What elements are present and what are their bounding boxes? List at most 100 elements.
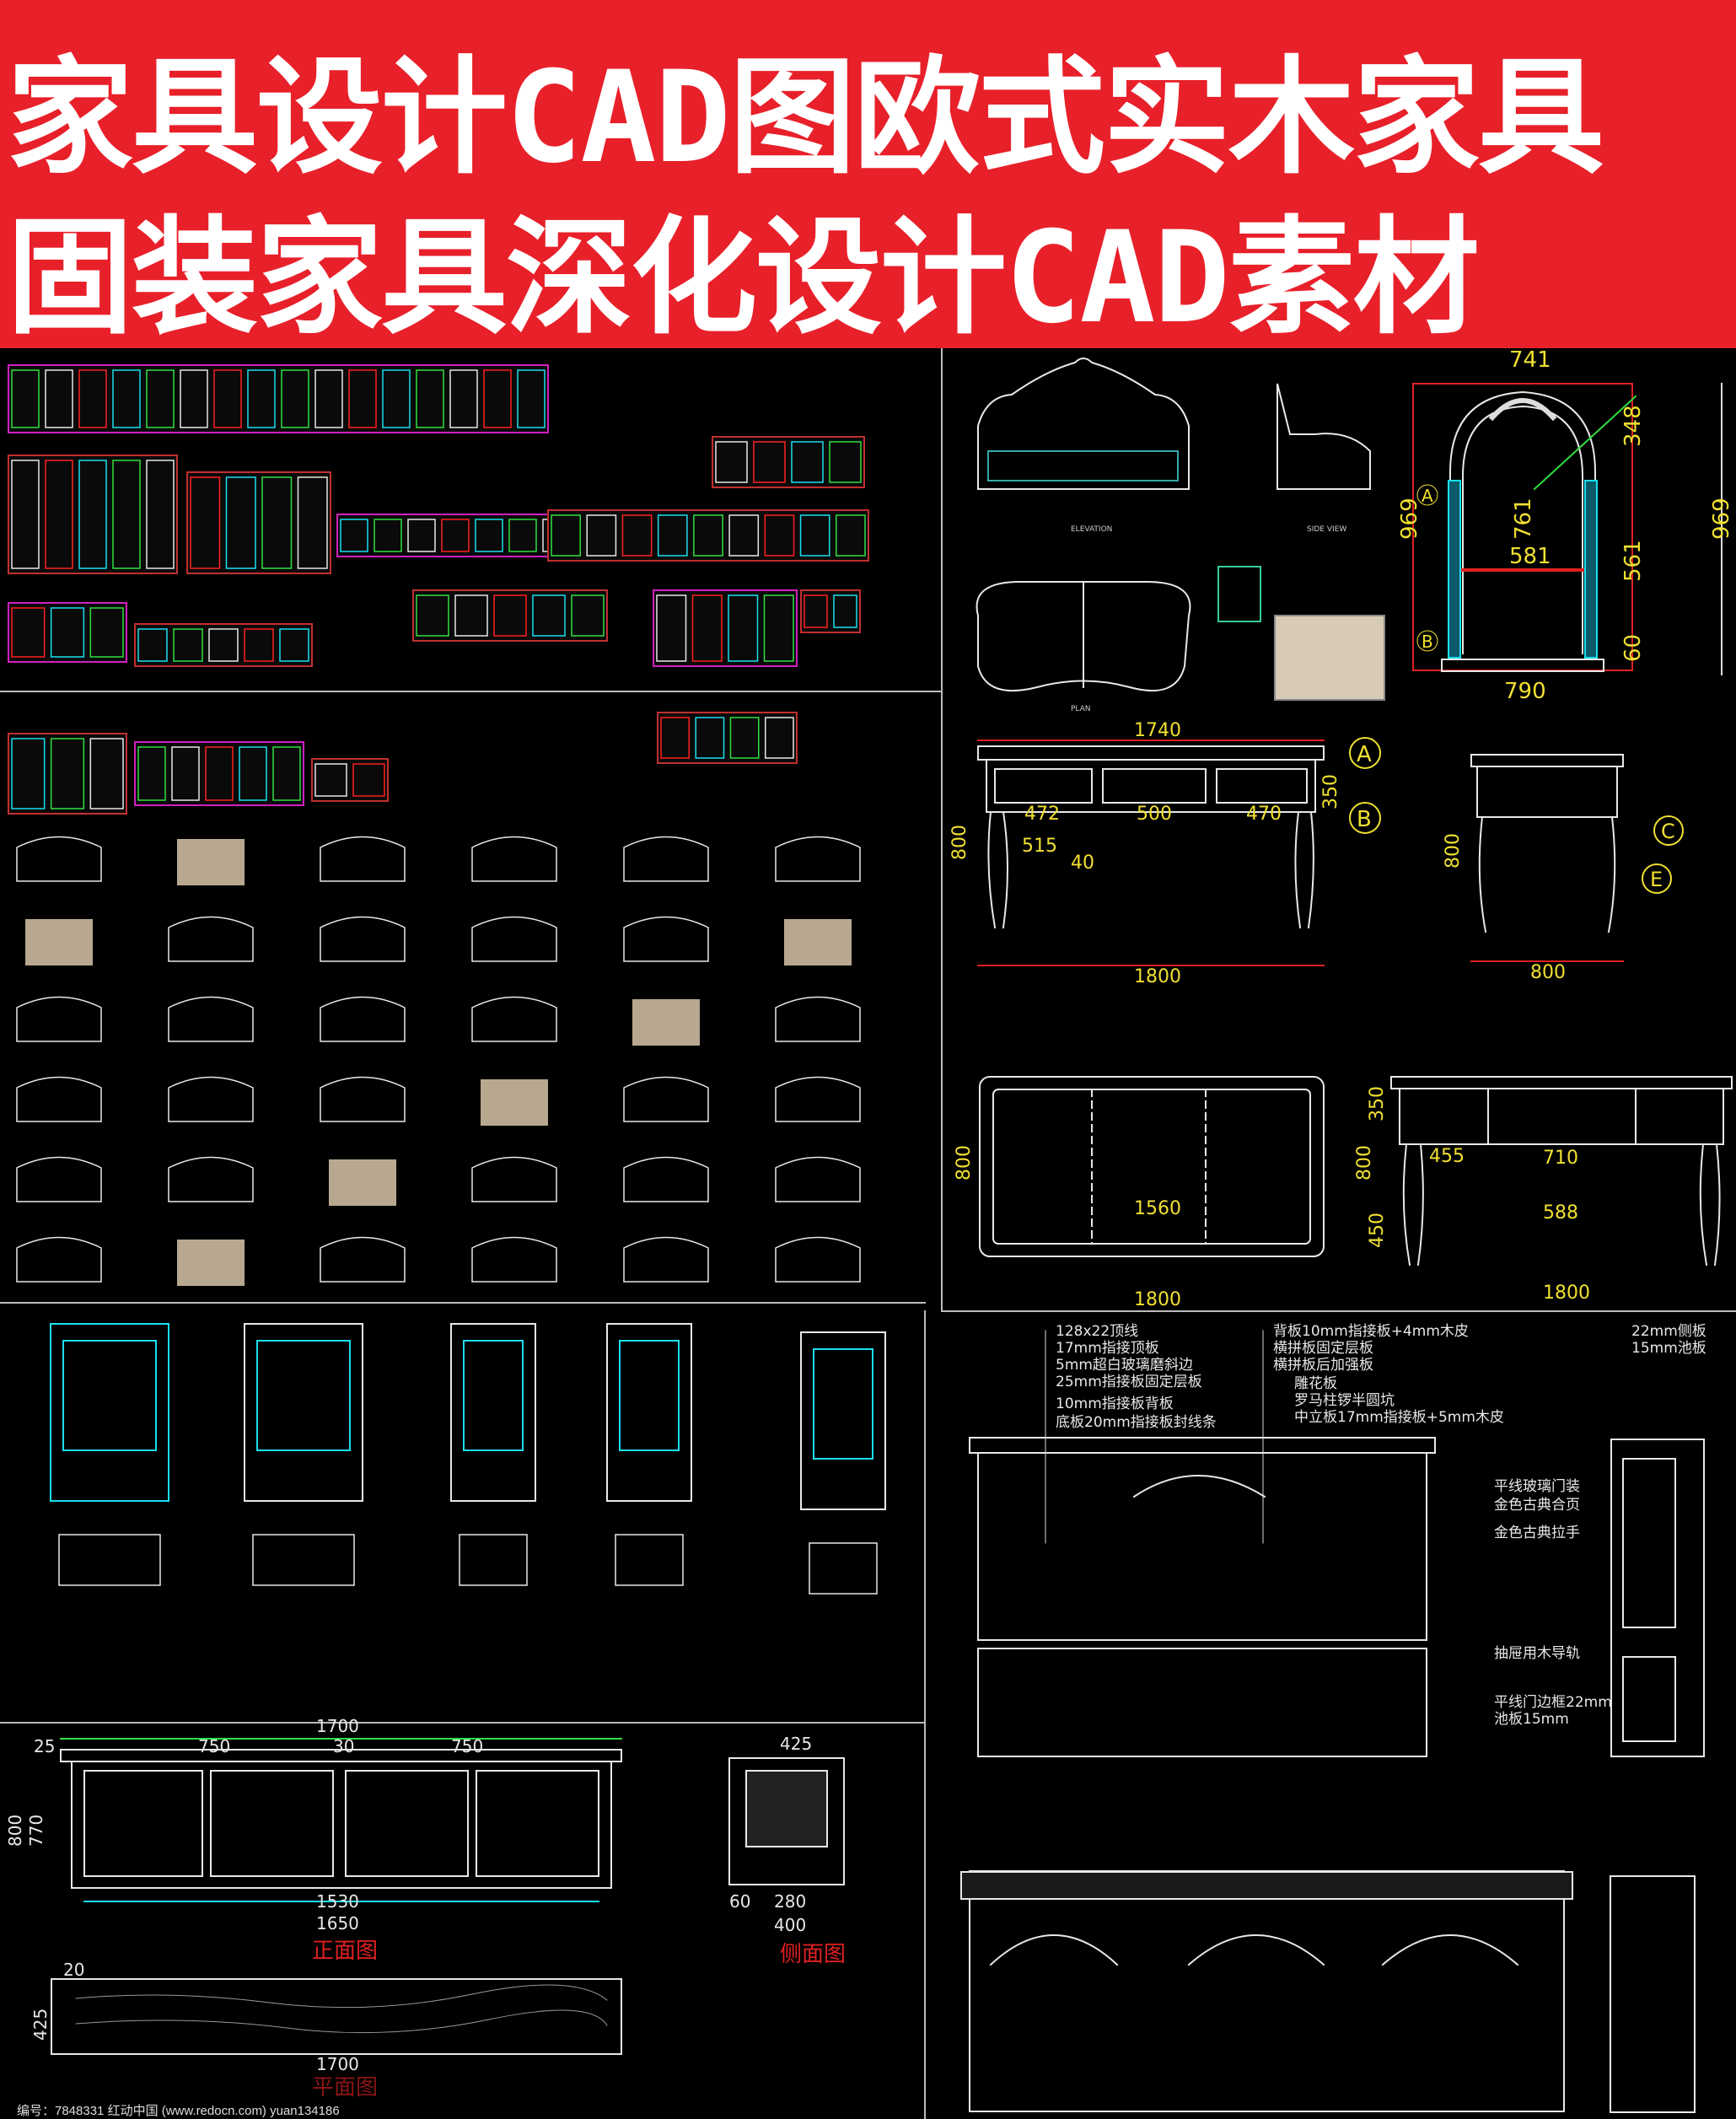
tv-side-view	[728, 1757, 845, 1885]
furniture-thumbnail	[481, 1079, 548, 1126]
table-apron	[986, 759, 1316, 813]
note-right-5: 中立板17mm指接板+5mm木皮	[1294, 1409, 1504, 1426]
thumbnail-cell	[804, 594, 828, 628]
thumbnail-sheet	[134, 741, 304, 806]
tv-door-2	[210, 1770, 334, 1877]
thumbnail-cell	[829, 441, 862, 483]
thumbnail-sheet	[134, 623, 313, 667]
thumbnail-cell	[586, 514, 617, 557]
furniture-thumbnail	[16, 836, 102, 882]
furniture-thumbnail	[16, 1076, 102, 1122]
thumbnail-cell	[695, 717, 725, 759]
dim-1560: 1560	[1134, 1198, 1181, 1219]
thumbnail-cell	[728, 514, 760, 557]
bookcase2-arches	[989, 1934, 1519, 1966]
thumbnail-sheet	[657, 712, 798, 764]
sofa-side-view	[1276, 383, 1371, 490]
furniture-thumbnail	[623, 1236, 709, 1283]
thumbnail-cell	[45, 460, 73, 569]
furniture-thumbnail	[168, 916, 254, 962]
side-note-1: 15mm池板	[1631, 1340, 1706, 1357]
dim-350: 350	[1320, 774, 1341, 809]
thumbnail-cell	[112, 369, 141, 428]
dim-425-plan: 425	[30, 2009, 51, 2041]
marker-e: E	[1650, 868, 1663, 891]
sofa-view-plan: PLAN	[1071, 705, 1091, 713]
dim-750-a: 750	[198, 1736, 230, 1756]
thumbnail-cell	[765, 717, 794, 759]
desk-dimensions: 1560 1800 800 455 710 588 1800 800 350 4…	[954, 1086, 1590, 1310]
thumbnail-cell	[508, 519, 537, 552]
dim-515: 515	[1022, 836, 1057, 857]
dim-561: 561	[1620, 540, 1646, 582]
dim-350-elev: 350	[1367, 1086, 1388, 1121]
thumbnail-cell	[261, 476, 293, 569]
thumbnail-sheet	[8, 364, 549, 433]
furniture-thumbnail	[623, 1076, 709, 1122]
furniture-thumbnail	[168, 996, 254, 1042]
desk-drawing	[979, 1076, 1733, 1267]
dim-472: 472	[1024, 804, 1060, 825]
tv-door-3	[345, 1770, 469, 1877]
furniture-thumbnail	[471, 1236, 557, 1283]
thumbnail-sheets	[8, 364, 869, 815]
thumbnail-sheet	[8, 602, 127, 663]
sofa-photo[interactable]	[1274, 615, 1385, 701]
thumbnail-cell	[799, 514, 830, 557]
table-legs	[987, 810, 1314, 929]
bookcase-side-glass	[1622, 1458, 1676, 1628]
bookcase2	[969, 1870, 1565, 2112]
note-right-0: 背板10mm指接板+4mm木皮	[1273, 1323, 1469, 1340]
thumbnail-cell	[693, 514, 723, 557]
dim-450-elev: 450	[1367, 1213, 1388, 1248]
thumbnail-cell	[763, 594, 794, 662]
sofa-drawing: ELEVATION SIDE VIEW PLAN	[975, 358, 1385, 713]
bookcase-drawing	[960, 1437, 1705, 2113]
note-side-5: 池板15mm	[1494, 1711, 1569, 1728]
wardrobe-drawings	[50, 1323, 886, 1595]
note-right-1: 横拼板固定层板	[1273, 1340, 1373, 1357]
marker-b-circle-table	[1349, 802, 1381, 834]
thumbnail-cell	[137, 746, 166, 801]
thumbnail-sheet	[547, 509, 869, 562]
desk-plan-inner	[992, 1089, 1311, 1245]
marker-b-table: B	[1357, 807, 1372, 832]
side-view-label: 侧面图	[780, 1942, 846, 1967]
thumbnail-cell	[225, 476, 256, 569]
thumbnail-cell	[416, 594, 449, 637]
marker-a-table: A	[1357, 742, 1372, 767]
thumbnail-cell	[833, 594, 857, 628]
side-table-legs	[1478, 815, 1616, 933]
note-side-4: 平线门边框22mm	[1494, 1694, 1612, 1711]
thumbnail-cell	[836, 514, 866, 557]
marker-b-circle	[1416, 630, 1438, 652]
thumbnail-cell	[571, 594, 605, 637]
thumbnail-sheet	[186, 471, 331, 574]
dim-500: 500	[1137, 804, 1172, 825]
dim-1800-plan: 1800	[1134, 1289, 1181, 1310]
furniture-thumbnail	[329, 1159, 396, 1206]
note-side-1: 金色古典合页	[1494, 1497, 1580, 1514]
dim-969-right: 969	[1709, 497, 1734, 540]
furniture-thumbnail	[775, 996, 861, 1042]
thumbnail-cell	[340, 519, 368, 552]
dim-581: 581	[1509, 544, 1551, 569]
table-drawer-2	[1102, 768, 1207, 804]
thumbnail-cell	[297, 476, 328, 569]
side-table-top	[1470, 754, 1624, 767]
furniture-thumbnail	[775, 1076, 861, 1122]
thumbnail-cell	[551, 514, 581, 557]
furniture-thumbnail	[471, 996, 557, 1042]
dim-425: 425	[780, 1734, 812, 1754]
thumbnail-cell	[244, 628, 274, 662]
dim-750-b: 750	[451, 1736, 483, 1756]
thumbnail-cell	[272, 746, 301, 801]
marker-e-circle	[1642, 863, 1672, 894]
furniture-thumbnail	[320, 996, 406, 1042]
note-side-3: 抽屉用木导轨	[1494, 1645, 1580, 1662]
thumbnail-cell	[279, 628, 309, 662]
dim-470: 470	[1246, 804, 1282, 825]
furniture-thumbnail	[775, 836, 861, 882]
dim-20-plan: 20	[63, 1960, 84, 1980]
dim-588: 588	[1543, 1202, 1578, 1224]
